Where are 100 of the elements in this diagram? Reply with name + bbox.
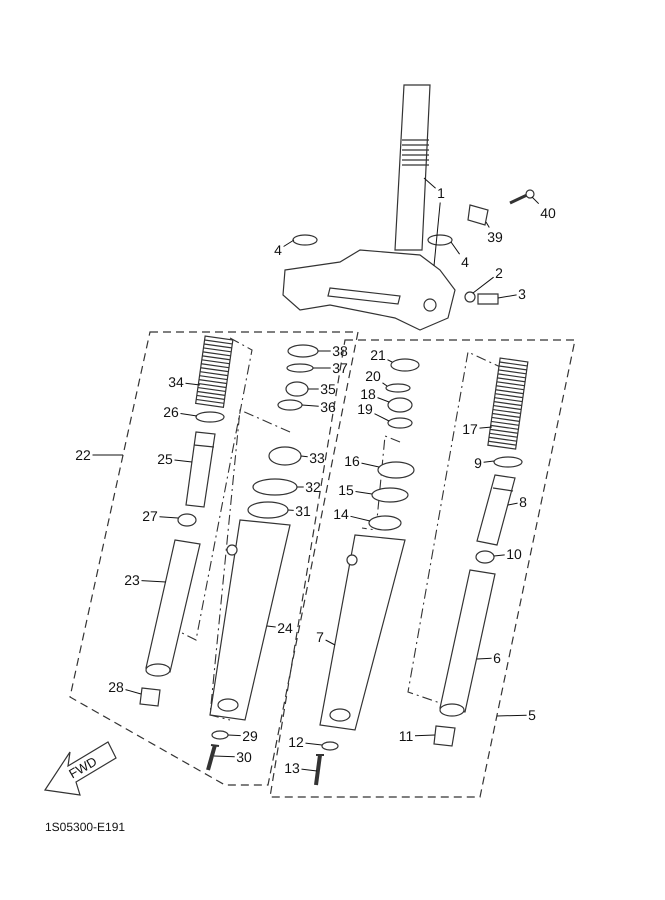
leader-line (92, 454, 124, 456)
leader-line (180, 413, 198, 416)
leader-line (486, 222, 490, 228)
small-spring (177, 513, 197, 527)
steering-stem (394, 84, 431, 251)
ring (195, 411, 225, 423)
callout-number: 29 (242, 728, 258, 744)
callout-number: 7 (316, 629, 324, 645)
callout-number: 22 (75, 447, 91, 463)
small-spring (475, 550, 495, 564)
callout-number: 38 (332, 343, 348, 359)
dashed-frame (269, 339, 576, 798)
ring (493, 456, 523, 468)
callout-number: 23 (124, 572, 140, 588)
leader-line (496, 714, 528, 716)
cap (427, 234, 453, 246)
damper-rod (185, 431, 216, 508)
leader-line (498, 294, 518, 298)
callout-number: 18 (360, 386, 376, 402)
oil-seal (247, 501, 289, 519)
callout-number: 10 (506, 546, 522, 562)
leader-line (361, 462, 380, 468)
fork-tube (145, 539, 201, 677)
leader-line (302, 404, 320, 407)
circlip (385, 383, 411, 393)
cap (390, 358, 420, 372)
callout-number: 19 (357, 401, 373, 417)
callout-number: 36 (320, 399, 336, 415)
leader-line (301, 768, 318, 772)
callout-number: 27 (142, 508, 158, 524)
callout-number: 20 (365, 368, 381, 384)
under-bracket (282, 249, 456, 331)
leader-line (305, 742, 322, 746)
callout-number: 3 (518, 286, 526, 302)
leader-line (472, 276, 494, 294)
callout-number: 30 (236, 749, 252, 765)
callout-number: 6 (493, 650, 501, 666)
leader-line (308, 388, 320, 390)
bushing (139, 687, 161, 707)
direction-label: FWD (66, 754, 100, 782)
bushing (433, 725, 456, 747)
leader-line (174, 460, 192, 462)
damper-rod (476, 474, 516, 546)
leader-line (374, 413, 390, 422)
callout-number: 31 (295, 503, 311, 519)
drawing-code: 1S05300-E191 (45, 820, 126, 834)
callout-number: 28 (108, 679, 124, 695)
leader-line (141, 580, 166, 582)
leader-line (214, 756, 236, 758)
washer (211, 730, 229, 740)
callout-number: 5 (528, 707, 536, 723)
leader-line (228, 734, 242, 736)
ring (277, 399, 303, 411)
clip (467, 204, 489, 226)
leader-line (266, 626, 276, 628)
leader-line (350, 516, 370, 522)
ring (387, 417, 413, 429)
circlip (286, 363, 314, 373)
callout-number: 4 (461, 254, 469, 270)
callout-number: 17 (462, 421, 478, 437)
leader-line (283, 240, 294, 247)
callout-number: 16 (344, 453, 360, 469)
callout-number: 33 (309, 450, 325, 466)
callout-number: 8 (519, 494, 527, 510)
callout-number: 24 (277, 620, 293, 636)
dashed-frame (69, 331, 359, 786)
leader-line (300, 456, 308, 458)
leader-line (382, 382, 388, 386)
plug (387, 397, 413, 413)
washer (321, 741, 339, 751)
leader-line (494, 554, 506, 556)
callout-number: 12 (288, 734, 304, 750)
oil-seal (377, 461, 415, 479)
leader-line (325, 640, 336, 646)
bolt (477, 293, 499, 305)
leader-line (414, 734, 436, 736)
callout-number: 1 (437, 185, 445, 201)
circlip (371, 487, 409, 503)
leader-line (377, 397, 390, 402)
callout-number: 21 (370, 347, 386, 363)
leader-line (483, 460, 494, 463)
oil-seal (368, 515, 402, 531)
oil-seal (268, 446, 302, 466)
leader-line (185, 382, 200, 386)
callout-number: 11 (398, 728, 414, 744)
fork-leg (209, 519, 291, 721)
leader-line (508, 502, 518, 506)
callout-number: 4 (274, 242, 282, 258)
bolt (509, 189, 535, 204)
leader-line (532, 196, 540, 204)
plug (285, 381, 309, 397)
leader-line (159, 516, 178, 518)
leader-line (288, 510, 294, 511)
leader-line (296, 486, 304, 488)
callout-number: 15 (338, 482, 354, 498)
leader-line (387, 359, 392, 362)
callout-number: 40 (540, 205, 556, 221)
bolt (206, 744, 220, 771)
leader-line (476, 658, 492, 660)
callout-number: 34 (168, 374, 184, 390)
